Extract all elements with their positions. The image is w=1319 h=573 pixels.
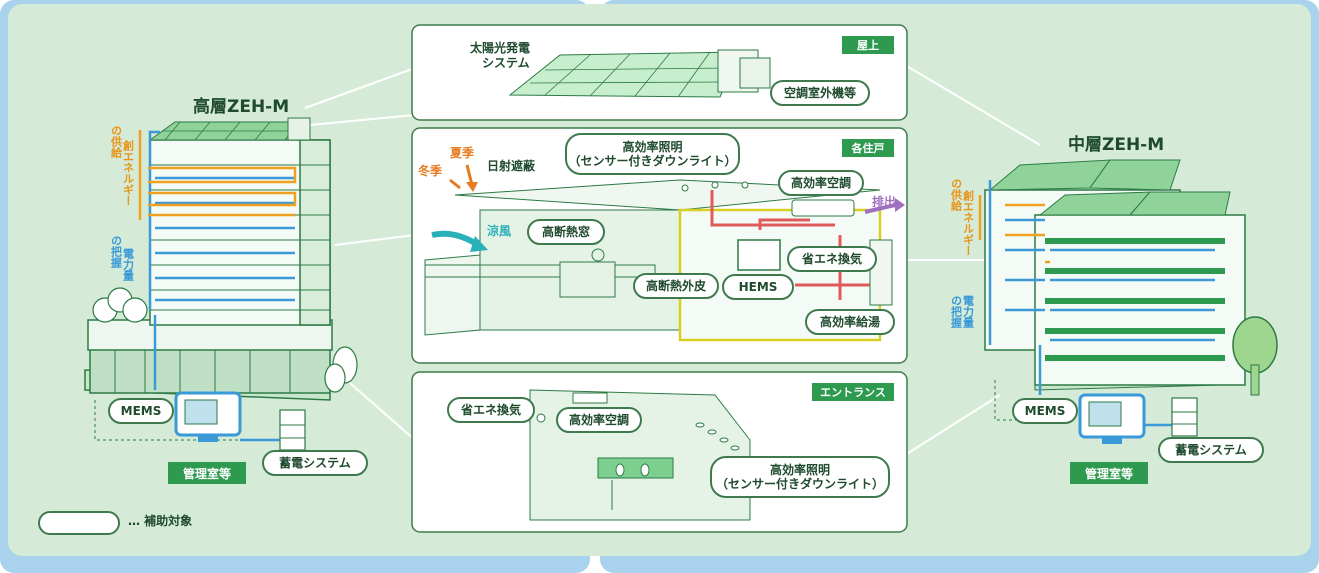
solar-label-line2: システム bbox=[482, 56, 530, 70]
left-control-room-tag: 管理室等 bbox=[168, 462, 246, 484]
tag-roof: 屋上 bbox=[842, 36, 894, 54]
unit-aircon-pill: 高効率空調 bbox=[778, 170, 864, 196]
mid-rise-title: 中層ZEH-M bbox=[1068, 135, 1165, 155]
energy-supply-label-right-1: 創エネルギー bbox=[961, 190, 975, 256]
entrance-lighting-line1: 高効率照明 bbox=[769, 462, 830, 477]
high-rise-title: 高層ZEH-M bbox=[193, 97, 290, 117]
solar-label-line1: 太陽光発電 bbox=[470, 41, 531, 55]
left-storage-pill: 蓄電システム bbox=[262, 450, 368, 476]
power-grasp-label-left-1: 電力量 bbox=[121, 248, 135, 281]
exhaust-label: 排出 bbox=[872, 195, 897, 209]
entrance-lighting-pill: 高効率照明 （センサー付きダウンライト） bbox=[710, 456, 890, 498]
unit-skin-pill: 高断熱外皮 bbox=[633, 273, 719, 299]
summer-label: 夏季 bbox=[450, 146, 475, 160]
legend-text: … 補助対象 bbox=[128, 514, 193, 528]
entrance-lighting-line2: （センサー付きダウンライト） bbox=[715, 477, 884, 491]
unit-window-pill: 高断熱窓 bbox=[527, 219, 605, 245]
energy-supply-label-left-2: の供給 bbox=[109, 125, 123, 158]
power-grasp-label-right-1: 電力量 bbox=[961, 295, 975, 328]
unit-lighting-line2: （センサー付きダウンライト） bbox=[568, 154, 737, 168]
unit-water-heater-pill: 高効率給湯 bbox=[805, 309, 895, 335]
right-storage-pill: 蓄電システム bbox=[1158, 437, 1264, 463]
tag-entrance: エントランス bbox=[812, 383, 894, 401]
power-grasp-label-left-2: の把握 bbox=[109, 235, 123, 268]
legend-sample-pill bbox=[38, 511, 120, 535]
winter-label: 冬季 bbox=[418, 164, 443, 178]
right-control-room-tag: 管理室等 bbox=[1070, 462, 1148, 484]
unit-ventilation-pill: 省エネ換気 bbox=[787, 246, 877, 272]
breeze-label: 涼風 bbox=[487, 224, 512, 238]
right-mems-pill: MEMS bbox=[1012, 398, 1078, 424]
unit-lighting-line1: 高効率照明 bbox=[622, 139, 683, 154]
unit-lighting-pill: 高効率照明 （センサー付きダウンライト） bbox=[565, 133, 740, 175]
left-mems-pill: MEMS bbox=[108, 398, 174, 424]
outdoor-unit-pill: 空調室外機等 bbox=[770, 80, 870, 106]
shading-label: 日射遮蔽 bbox=[487, 159, 536, 173]
entrance-aircon-pill: 高効率空調 bbox=[556, 407, 642, 433]
callout-lines bbox=[304, 64, 1041, 456]
entrance-ventilation-pill: 省エネ換気 bbox=[447, 397, 535, 423]
tag-unit: 各住戸 bbox=[842, 139, 894, 157]
energy-supply-label-left-1: 創エネルギー bbox=[121, 140, 135, 206]
energy-supply-label-right-2: の供給 bbox=[949, 178, 963, 211]
mid-rise-building bbox=[978, 159, 1278, 444]
power-grasp-label-right-2: の把握 bbox=[949, 295, 963, 328]
high-rise-building bbox=[84, 117, 358, 451]
unit-hems-pill: HEMS bbox=[722, 274, 794, 300]
